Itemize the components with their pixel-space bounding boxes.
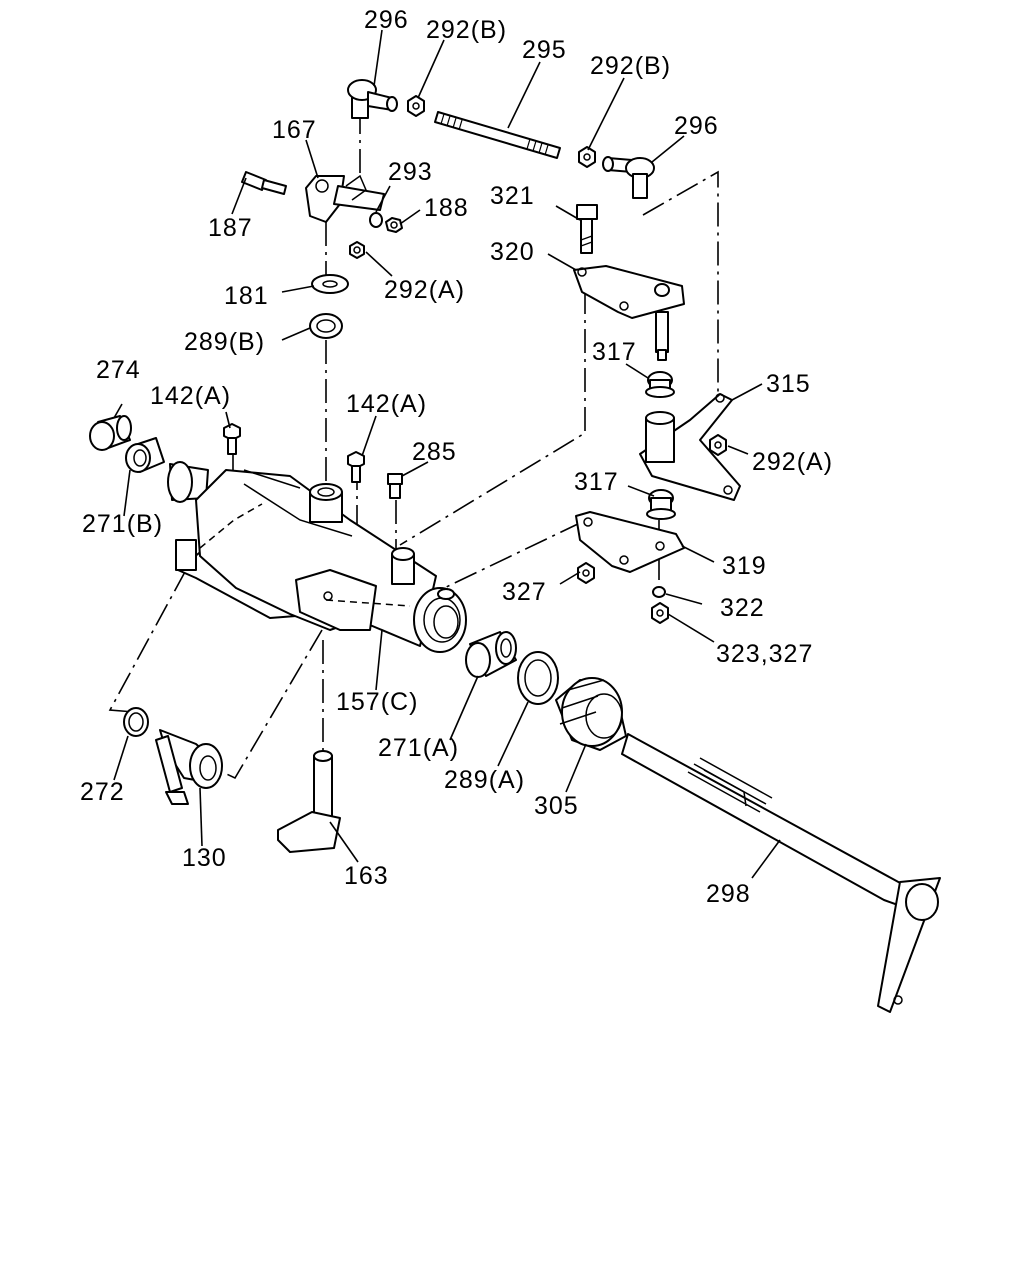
label-289a: 289(A) [444,766,525,794]
nut-292b-right [578,146,596,168]
label-274: 274 [96,356,141,384]
label-305: 305 [534,792,579,820]
label-292b-left: 292(B) [426,16,507,44]
lever-130 [155,729,223,805]
bolt-187 [241,171,287,195]
label-298: 298 [706,880,751,908]
label-285: 285 [412,438,457,466]
label-142a-center: 142(A) [346,390,427,418]
ball-joint-296-right [602,156,655,199]
nut-292b-left [407,95,425,117]
label-319: 319 [722,552,767,580]
threaded-rod-295 [434,111,561,159]
bushing-274 [89,415,132,451]
shaft-298 [621,733,941,1013]
bolt-142a-left [223,423,241,455]
plate-320 [573,265,685,361]
label-323-327: 323,327 [716,640,813,668]
label-271b: 271(B) [82,510,163,538]
label-272: 272 [80,778,125,806]
nut-292a-right [709,434,727,456]
bolt-321 [576,204,598,254]
label-163: 163 [344,862,389,890]
lever-163 [277,750,341,853]
label-317-upper: 317 [592,338,637,366]
bushing-317-lower [646,489,676,520]
label-289b: 289(B) [184,328,265,356]
part-labels: 296 292(B) 295 292(B) 296 167 293 188 18… [80,6,833,908]
label-317-lower: 317 [574,468,619,496]
label-187: 187 [208,214,253,242]
label-181: 181 [224,282,269,310]
label-295: 295 [522,36,567,64]
bearing-271b [125,437,165,473]
leader-lines [113,29,781,879]
label-292b-right: 292(B) [590,52,671,80]
washer-181 [311,274,349,294]
fitting-285 [387,473,403,499]
nut-323 [651,602,669,624]
bushing-317-upper [645,371,675,398]
ball-joint-296-left [347,79,398,119]
bolt-142a-center [347,451,365,483]
lever-315 [639,393,741,501]
nut-327 [577,562,595,584]
washer-293 [369,212,383,228]
label-322: 322 [720,594,765,622]
label-293: 293 [388,158,433,186]
washer-322 [652,586,666,598]
seal-289a [517,651,559,705]
label-315: 315 [766,370,811,398]
seal-289b [309,313,343,339]
label-296-left: 296 [364,6,409,34]
plate-319 [575,511,685,573]
label-130: 130 [182,844,227,872]
housing-157c [167,461,467,653]
label-292a-right: 292(A) [752,448,833,476]
label-167: 167 [272,116,317,144]
snap-ring-272 [123,707,149,737]
label-320: 320 [490,238,535,266]
nut-292a-upper [349,241,365,259]
bracket-167 [305,174,385,223]
label-271a: 271(A) [378,734,459,762]
nut-188 [385,217,403,233]
label-157c: 157(C) [336,688,418,716]
label-142a-left: 142(A) [150,382,231,410]
boot-305 [555,677,627,751]
label-292a-upper: 292(A) [384,276,465,304]
label-321: 321 [490,182,535,210]
bearing-271a [465,631,517,678]
label-188: 188 [424,194,469,222]
label-296-right: 296 [674,112,719,140]
label-327: 327 [502,578,547,606]
